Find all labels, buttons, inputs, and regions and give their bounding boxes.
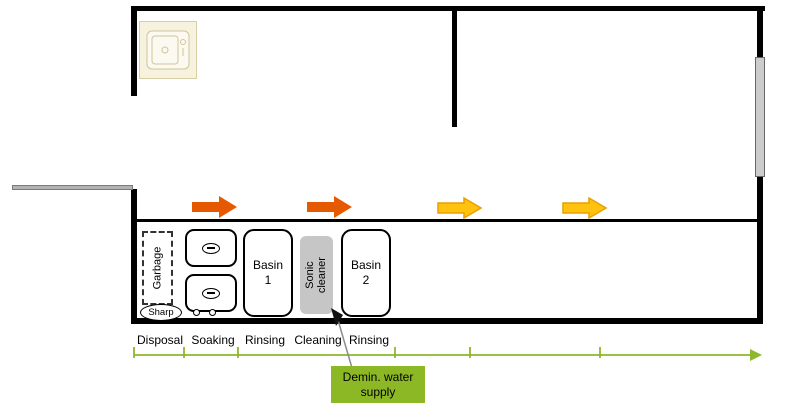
flow-arrow-yellow-1 [437, 196, 483, 220]
basin-1-label: Basin 1 [252, 258, 284, 287]
drain-icon [202, 287, 220, 299]
arrow-right-icon [562, 196, 608, 220]
phase-label-rinsing-1: Rinsing [244, 333, 286, 347]
wall-top [131, 6, 765, 11]
process-timeline [133, 347, 762, 361]
door [12, 185, 133, 190]
garbage-bin: Garbage [142, 231, 173, 305]
basin-2-label: Basin 2 [350, 258, 382, 287]
faucet-knob-2 [209, 309, 216, 316]
timeline-arrow-icon [750, 349, 762, 361]
demin-water-supply-label: Demin. water supply [342, 369, 414, 399]
demin-water-supply-box: Demin. water supply [331, 366, 425, 403]
arrow-right-icon [307, 196, 352, 218]
wall-bottom [131, 318, 763, 324]
phase-label-rinsing-2: Rinsing [348, 333, 390, 347]
pointer-line [331, 308, 353, 369]
sonic-cleaner-label: Sonic cleaner [304, 256, 329, 294]
sonic-cleaner: Sonic cleaner [300, 236, 333, 314]
wall-left-lower [131, 189, 137, 324]
faucet-knob-1 [193, 309, 200, 316]
window [755, 57, 765, 177]
sharp-label: Sharp [148, 307, 174, 318]
arrow-right-icon [192, 196, 237, 218]
phase-label-soaking: Soaking [191, 333, 235, 347]
sharp-container: Sharp [140, 304, 182, 321]
phase-label-cleaning: Cleaning [294, 333, 342, 347]
soaking-sink-2 [185, 274, 237, 312]
flow-arrow-orange-2 [307, 196, 352, 218]
soaking-sink-1 [185, 229, 237, 267]
phase-label-disposal: Disposal [136, 333, 184, 347]
basin-1: Basin 1 [243, 229, 293, 317]
garbage-label: Garbage [151, 246, 164, 290]
wall-left-upper [131, 6, 137, 96]
sink-icon [139, 21, 197, 79]
drain-icon [202, 242, 220, 254]
arrow-right-icon [437, 196, 483, 220]
counter-edge [134, 219, 759, 222]
pointer-arrow-icon [331, 308, 343, 326]
wall-interior [452, 6, 457, 127]
flow-arrow-yellow-2 [562, 196, 608, 220]
basin-2: Basin 2 [341, 229, 391, 317]
flow-arrow-orange-1 [192, 196, 237, 218]
